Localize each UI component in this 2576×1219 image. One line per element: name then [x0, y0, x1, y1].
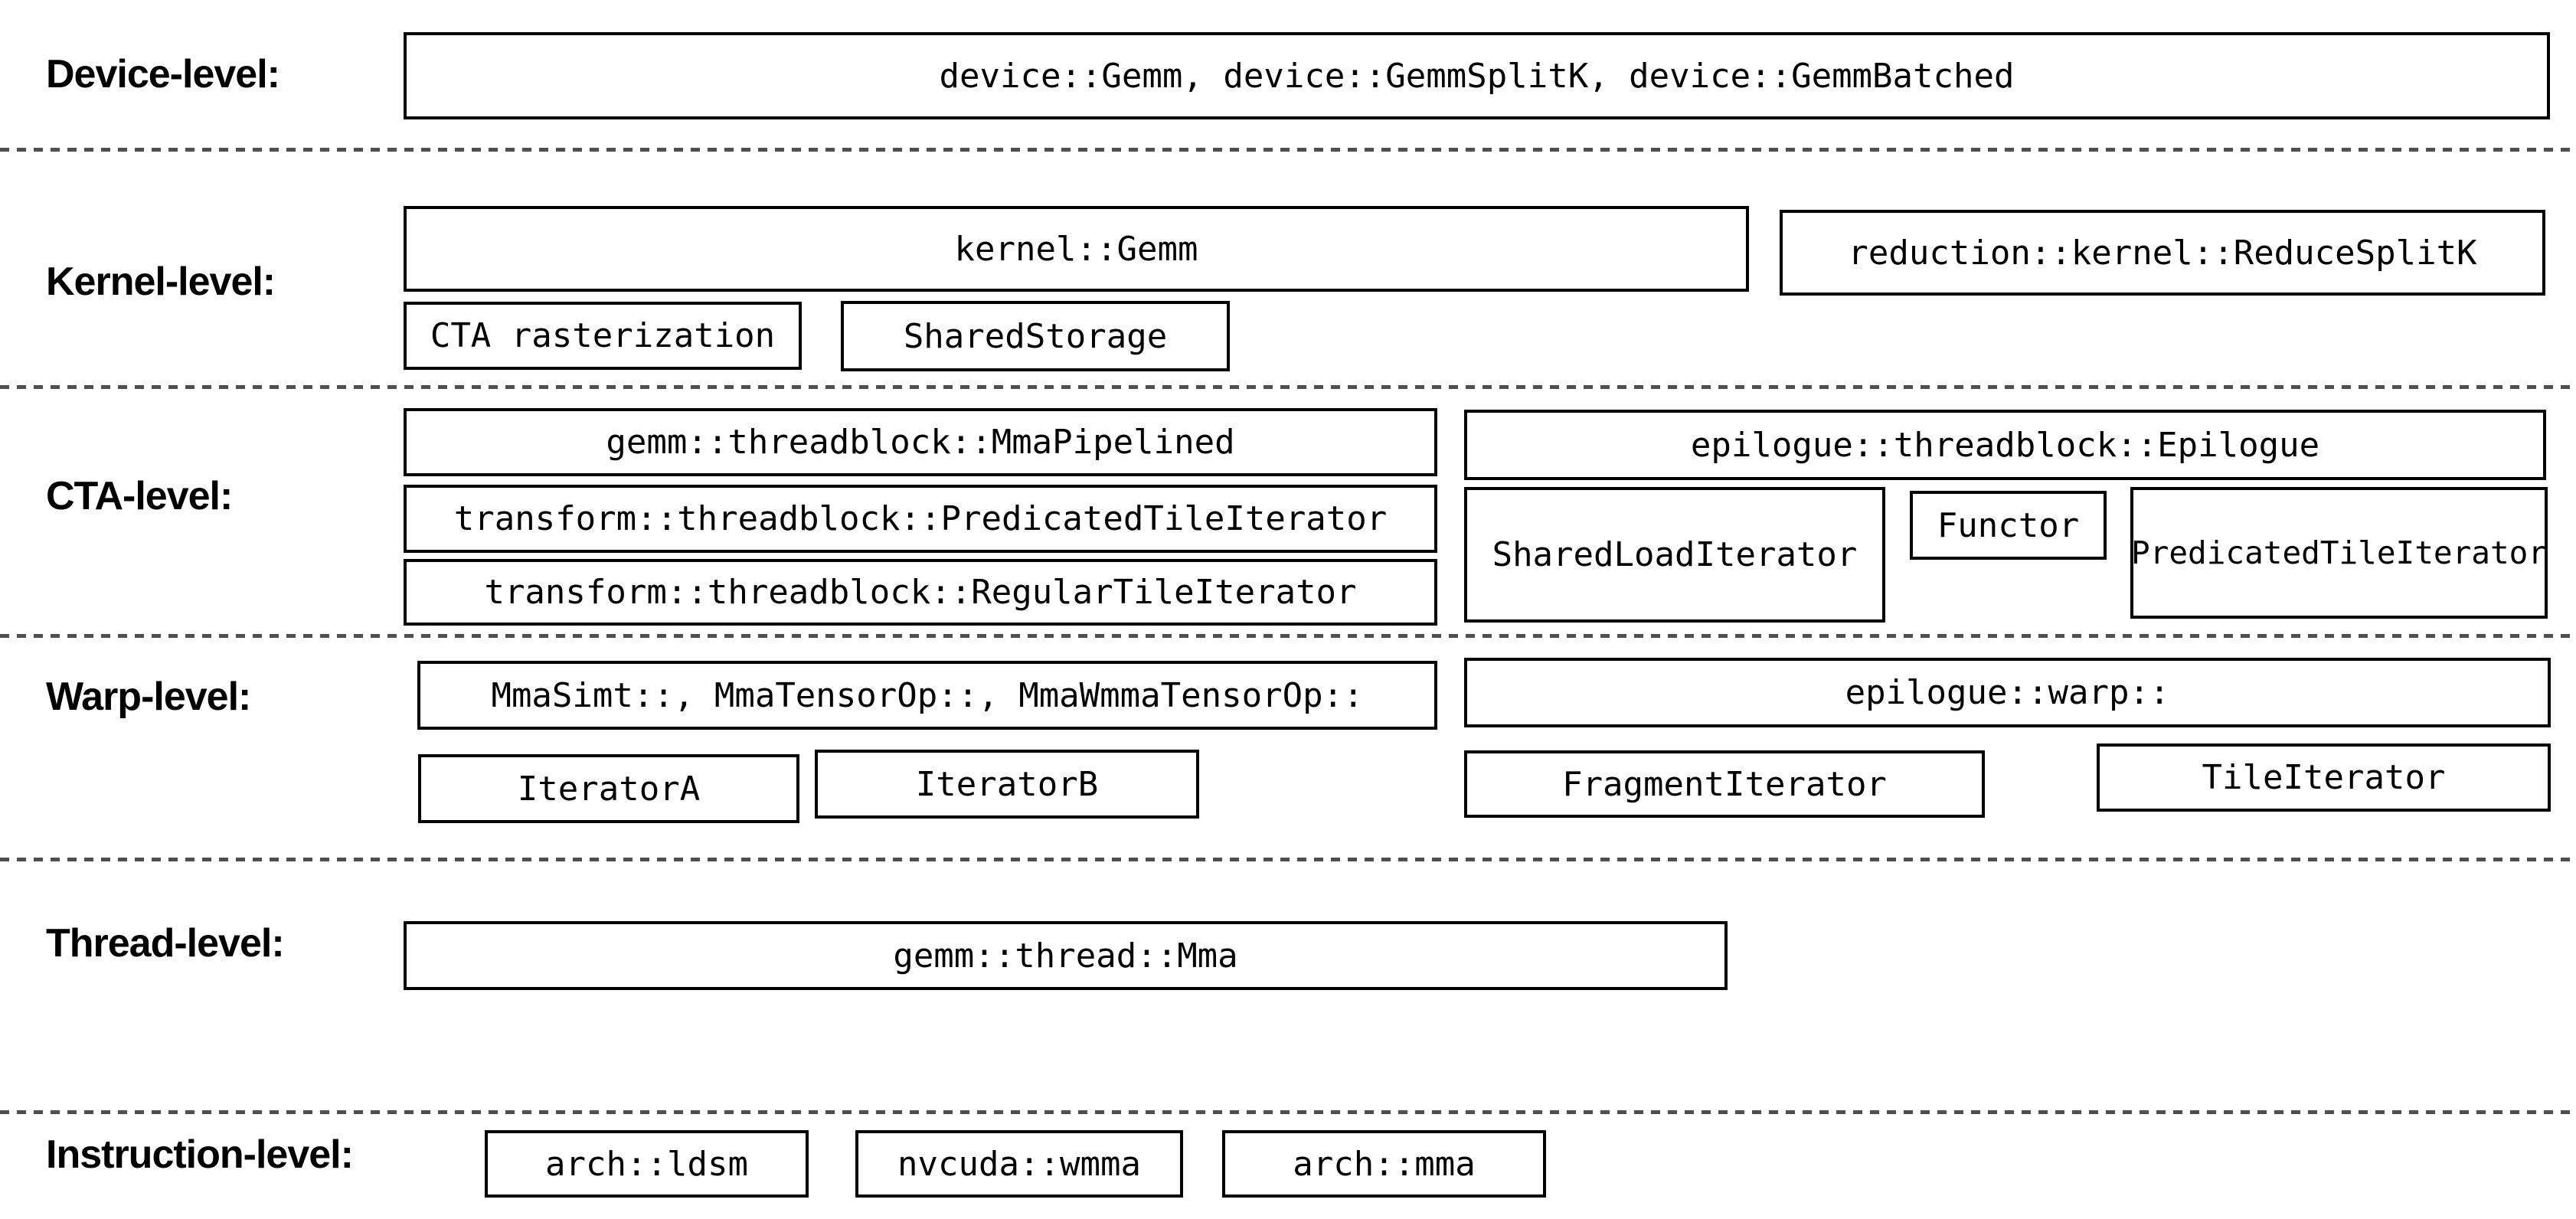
box-device-gemm-text: device::Gemm, device::GemmSplitK, device…	[939, 56, 2015, 96]
box-arch-mma: arch::mma	[1222, 1130, 1546, 1198]
label-kernel-level: Kernel-level:	[46, 260, 276, 304]
separator-thread-instruction	[0, 1110, 2576, 1114]
box-fragment-iterator: FragmentIterator	[1464, 750, 1985, 818]
box-mma-pipelined-text: gemm::threadblock::MmaPipelined	[606, 423, 1235, 462]
box-arch-mma-text: arch::mma	[1293, 1144, 1476, 1184]
box-cta-rasterization-text: CTA rasterization	[430, 316, 776, 355]
box-epilogue-warp-text: epilogue::warp::	[1845, 673, 2170, 712]
box-reduce-splitk: reduction::kernel::ReduceSplitK	[1780, 210, 2545, 296]
box-warp-mma: MmaSimt::, MmaTensorOp::, MmaWmmaTensorO…	[417, 661, 1437, 730]
label-cta-level: CTA-level:	[46, 474, 233, 518]
box-device-gemm: device::Gemm, device::GemmSplitK, device…	[404, 32, 2550, 119]
box-transform-regular-tile-iterator-text: transform::threadblock::RegularTileItera…	[484, 573, 1357, 612]
box-epilogue-warp: epilogue::warp::	[1464, 658, 2551, 727]
box-epilogue-predicated-tile-iterator: PredicatedTileIterator	[2130, 487, 2548, 619]
box-iterator-a: IteratorA	[418, 754, 799, 823]
box-functor-text: Functor	[1937, 505, 2080, 545]
box-iterator-a-text: IteratorA	[517, 769, 701, 809]
box-transform-regular-tile-iterator: transform::threadblock::RegularTileItera…	[404, 559, 1437, 626]
box-nvcuda-wmma-text: nvcuda::wmma	[897, 1144, 1141, 1184]
separator-warp-thread	[0, 858, 2576, 861]
box-nvcuda-wmma: nvcuda::wmma	[855, 1130, 1183, 1198]
box-transform-predicated-tile-iterator: transform::threadblock::PredicatedTileIt…	[404, 485, 1437, 553]
box-shared-storage: SharedStorage	[841, 301, 1230, 371]
separator-cta-warp	[0, 634, 2576, 638]
box-thread-mma-text: gemm::thread::Mma	[893, 936, 1238, 976]
box-reduce-splitk-text: reduction::kernel::ReduceSplitK	[1848, 233, 2477, 273]
box-shared-storage-text: SharedStorage	[903, 316, 1168, 356]
box-cta-rasterization: CTA rasterization	[404, 302, 802, 370]
box-functor: Functor	[1910, 491, 2107, 560]
box-epilogue-predicated-tile-iterator-text: PredicatedTileIterator	[2130, 534, 2548, 571]
box-shared-load-iterator: SharedLoadIterator	[1464, 487, 1885, 623]
box-transform-predicated-tile-iterator-text: transform::threadblock::PredicatedTileIt…	[453, 499, 1388, 538]
box-epilogue-threadblock: epilogue::threadblock::Epilogue	[1464, 410, 2546, 480]
separator-kernel-cta	[0, 385, 2576, 389]
separator-device-kernel	[0, 148, 2576, 152]
box-iterator-b-text: IteratorB	[915, 764, 1099, 804]
box-arch-ldsm: arch::ldsm	[485, 1130, 809, 1198]
label-thread-level: Thread-level:	[46, 921, 285, 966]
box-warp-mma-text: MmaSimt::, MmaTensorOp::, MmaWmmaTensorO…	[491, 675, 1364, 715]
box-epilogue-threadblock-text: epilogue::threadblock::Epilogue	[1690, 425, 2320, 465]
box-mma-pipelined: gemm::threadblock::MmaPipelined	[404, 408, 1437, 476]
label-instruction-level: Instruction-level:	[46, 1132, 354, 1177]
box-fragment-iterator-text: FragmentIterator	[1562, 764, 1887, 804]
box-shared-load-iterator-text: SharedLoadIterator	[1492, 535, 1858, 574]
box-arch-ldsm-text: arch::ldsm	[545, 1144, 748, 1184]
box-thread-mma: gemm::thread::Mma	[404, 921, 1728, 990]
label-warp-level: Warp-level:	[46, 675, 251, 719]
box-tile-iterator-text: TileIterator	[2202, 758, 2446, 797]
label-device-level: Device-level:	[46, 52, 280, 96]
box-iterator-b: IteratorB	[815, 750, 1199, 819]
box-kernel-gemm: kernel::Gemm	[404, 206, 1749, 292]
box-tile-iterator: TileIterator	[2097, 743, 2551, 812]
box-kernel-gemm-text: kernel::Gemm	[954, 229, 1198, 269]
